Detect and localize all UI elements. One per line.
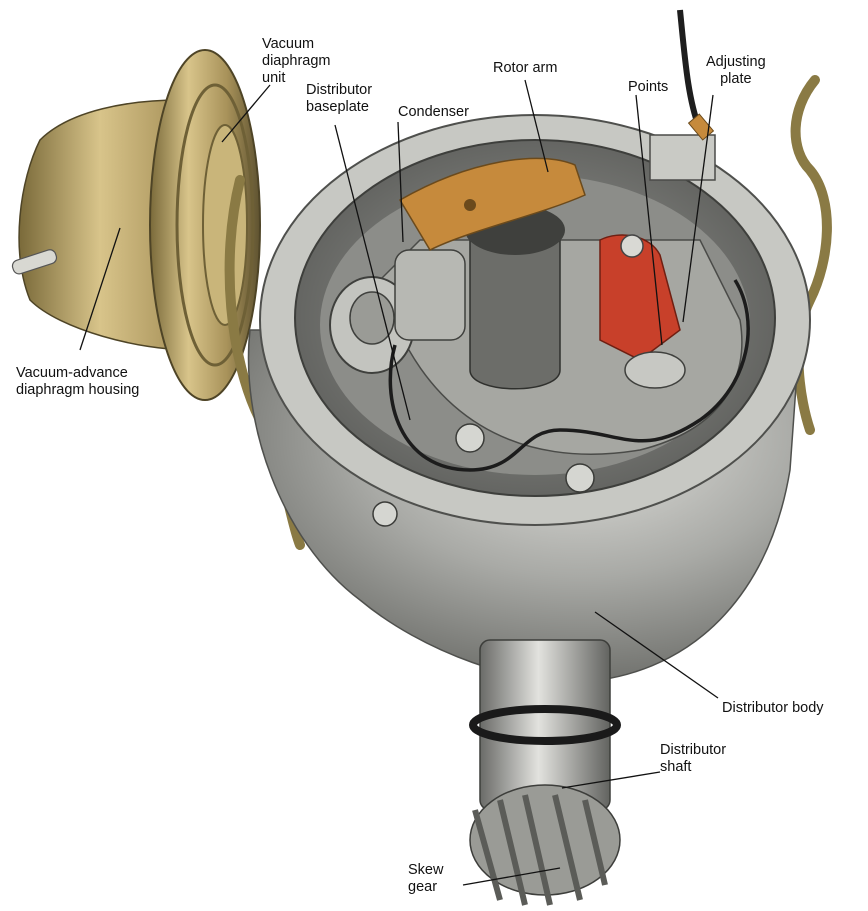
label-distributor-shaft: Distributor shaft <box>660 742 727 775</box>
label-distributor-body: Distributor body <box>722 700 824 716</box>
leader-points <box>635 94 663 346</box>
low-tension-wire <box>388 279 750 472</box>
label-skew-gear: Skew gear <box>408 862 444 895</box>
label-rotor-arm: Rotor arm <box>493 60 558 76</box>
leader-rotor-arm <box>524 79 549 173</box>
leader-adjusting-plate <box>682 94 714 323</box>
label-points: Points <box>628 79 669 95</box>
screws <box>372 423 595 527</box>
leader-lines <box>79 79 719 886</box>
leader-skew-gear <box>462 867 561 886</box>
leader-baseplate <box>334 124 411 421</box>
rotor-arm <box>398 157 586 390</box>
skew-gear <box>469 784 621 906</box>
leader-vacuum-housing <box>79 227 121 351</box>
leader-condenser <box>397 121 404 243</box>
adjusting-plate <box>649 9 716 181</box>
label-condenser: Condenser <box>398 104 469 120</box>
label-adjusting-plate: Adjusting plate <box>706 54 766 87</box>
label-distributor-baseplate: Distributor baseplate <box>306 82 373 115</box>
leader-vacuum-unit <box>221 84 271 143</box>
leader-distributor-body <box>594 611 719 699</box>
vacuum-diaphragm-housing <box>11 49 261 401</box>
label-vacuum-diaphragm-unit: Vacuum diaphragm unit <box>262 36 331 86</box>
leader-distributor-shaft <box>561 771 661 789</box>
contact-points <box>599 234 686 389</box>
label-vacuum-advance-housing: Vacuum-advance diaphragm housing <box>16 365 140 398</box>
